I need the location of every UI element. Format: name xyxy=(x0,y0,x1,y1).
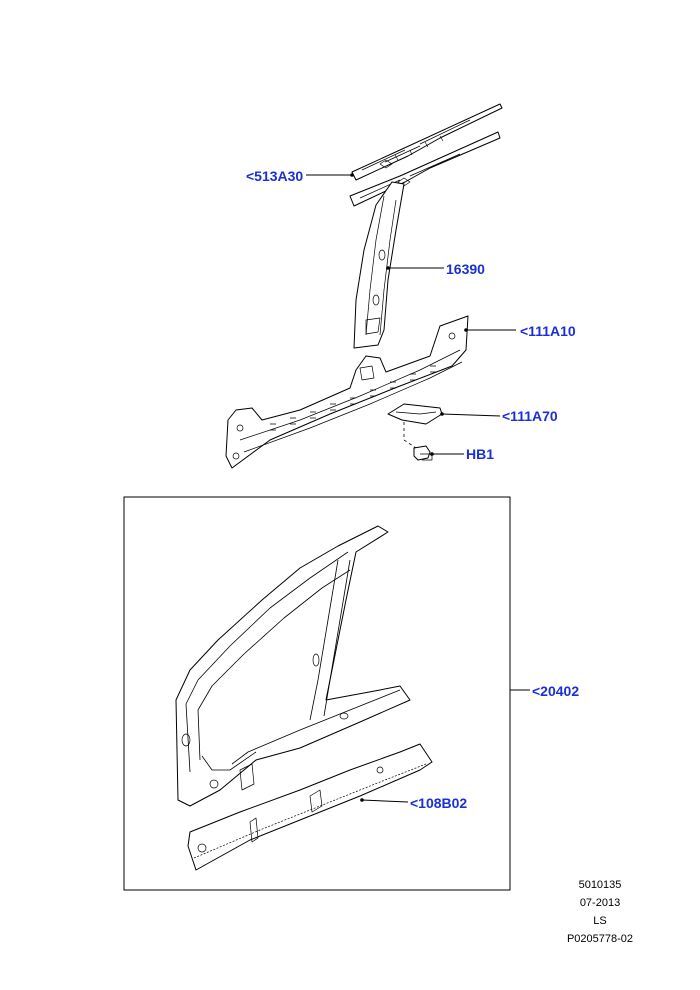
footer-model: LS xyxy=(593,915,607,927)
callout-hb1[interactable]: HB1 xyxy=(466,446,495,462)
leader-108b02 xyxy=(361,799,409,803)
callout-108b02[interactable]: <108B02 xyxy=(410,795,468,811)
callout-16390[interactable]: 16390 xyxy=(446,261,485,277)
roof-rail-reinforcement-upper xyxy=(351,103,503,181)
sill-panel xyxy=(225,315,469,469)
footer-code: 5010135 xyxy=(578,879,622,891)
sill-inner-panel xyxy=(187,743,433,871)
bracket xyxy=(387,403,443,425)
b-pillar-reinforcement xyxy=(353,181,405,349)
body-side-outer-panel xyxy=(175,525,411,807)
footer-date: 07-2013 xyxy=(579,897,621,909)
assembly-box xyxy=(123,496,511,891)
bolt xyxy=(413,445,433,461)
footer-illustration-id: P0205778-02 xyxy=(566,933,634,945)
callout-111a10[interactable]: <111A10 xyxy=(520,323,576,339)
leader-111a70 xyxy=(441,413,501,417)
callout-513a30[interactable]: <513A30 xyxy=(246,168,304,184)
callout-20402[interactable]: <20402 xyxy=(532,683,580,699)
callout-111a70[interactable]: <111A70 xyxy=(502,408,558,424)
